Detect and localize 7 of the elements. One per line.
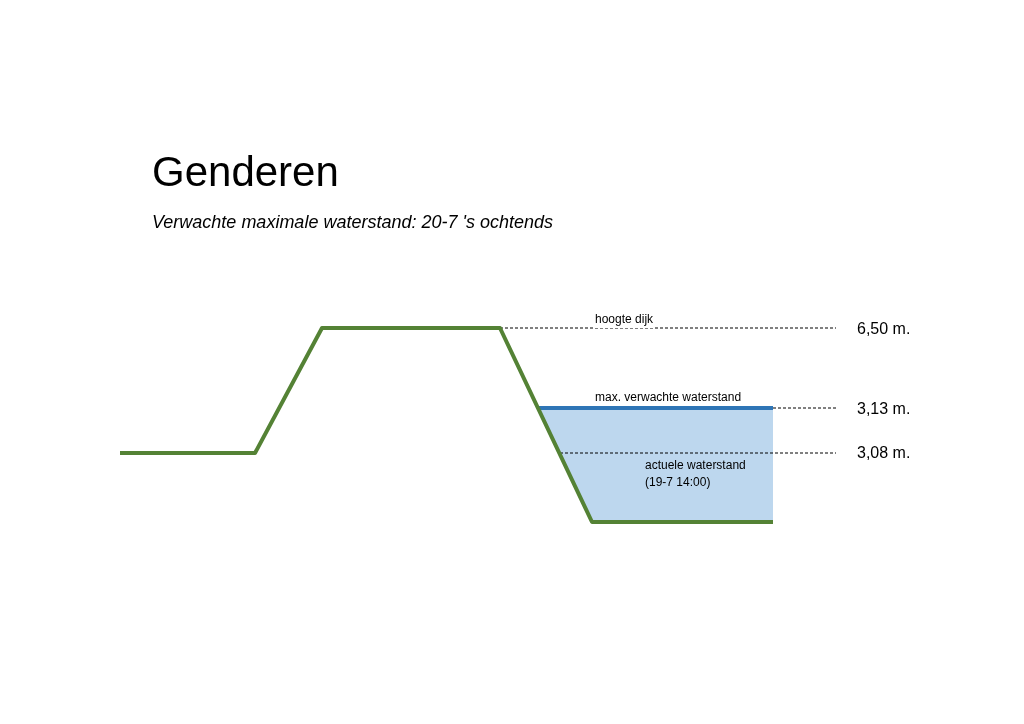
title: Genderen: [152, 148, 339, 196]
level-label: hoogte dijk: [593, 311, 656, 328]
level-value: 3,13 m.: [857, 400, 911, 418]
level-value: 3,08 m.: [857, 444, 911, 462]
level-label: actuele waterstand (19-7 14:00): [644, 457, 747, 491]
level-value: 6,50 m.: [857, 320, 911, 338]
subtitle: Verwachte maximale waterstand: 20-7 's ochtends: [152, 212, 553, 233]
